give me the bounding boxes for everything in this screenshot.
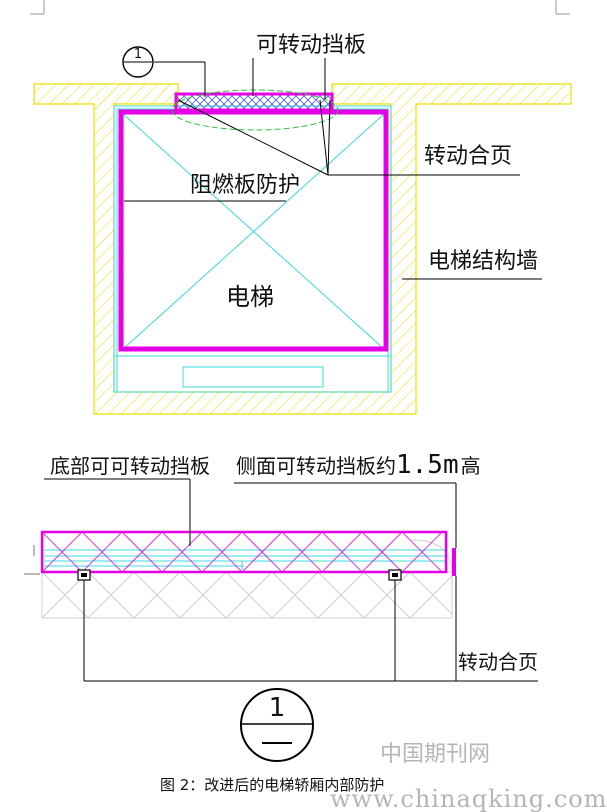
rotating-baffle-top — [174, 92, 334, 112]
label-rotating-baffle: 可转动挡板 — [256, 33, 366, 58]
section-symbol: 1 — [240, 688, 314, 762]
elevator-car-outline — [113, 105, 392, 393]
car-door-sill — [182, 366, 324, 388]
label-bottom-baffle: 底部可可转动挡板 — [50, 454, 210, 478]
callout-circle-top: 1 — [122, 46, 154, 78]
callout-number-top: 1 — [134, 47, 142, 62]
page-corner-marks — [30, 0, 570, 15]
label-elevator: 电梯 — [226, 283, 274, 311]
label-hinge-top: 转动合页 — [424, 144, 512, 169]
leader-lines-bottom — [44, 478, 538, 682]
section-symbol-number: 1 — [269, 693, 286, 723]
watermark-url: www.chinaqking.com — [330, 785, 607, 812]
figure-caption: 图 2：改进后的电梯轿厢内部防护 — [160, 776, 384, 794]
bottom-rotating-baffle — [40, 530, 448, 574]
highlight-ellipse — [171, 89, 339, 131]
section-car-floor-layers — [44, 549, 446, 570]
label-shaft-wall: 电梯结构墙 — [428, 249, 538, 274]
label-side-baffle-text: 侧面可转动挡板约 — [236, 454, 396, 478]
section-foundation-hatch — [41, 539, 453, 619]
leader-lines-top — [124, 58, 542, 280]
left-edge-marks — [24, 545, 40, 575]
watermark-cn: 中国期刊网 — [380, 742, 490, 767]
label-side-height-suffix: 高 — [461, 454, 481, 478]
fire-retardant-board — [118, 109, 389, 352]
label-side-height: 1.5m — [396, 450, 459, 480]
label-hinge-bottom: 转动合页 — [458, 650, 538, 674]
shaft-structure-wall — [33, 83, 572, 415]
hinge-left — [77, 569, 91, 581]
label-fire-board: 阻燃板防护 — [190, 173, 300, 198]
side-rotating-baffle — [452, 548, 456, 576]
hinge-right — [388, 569, 402, 581]
